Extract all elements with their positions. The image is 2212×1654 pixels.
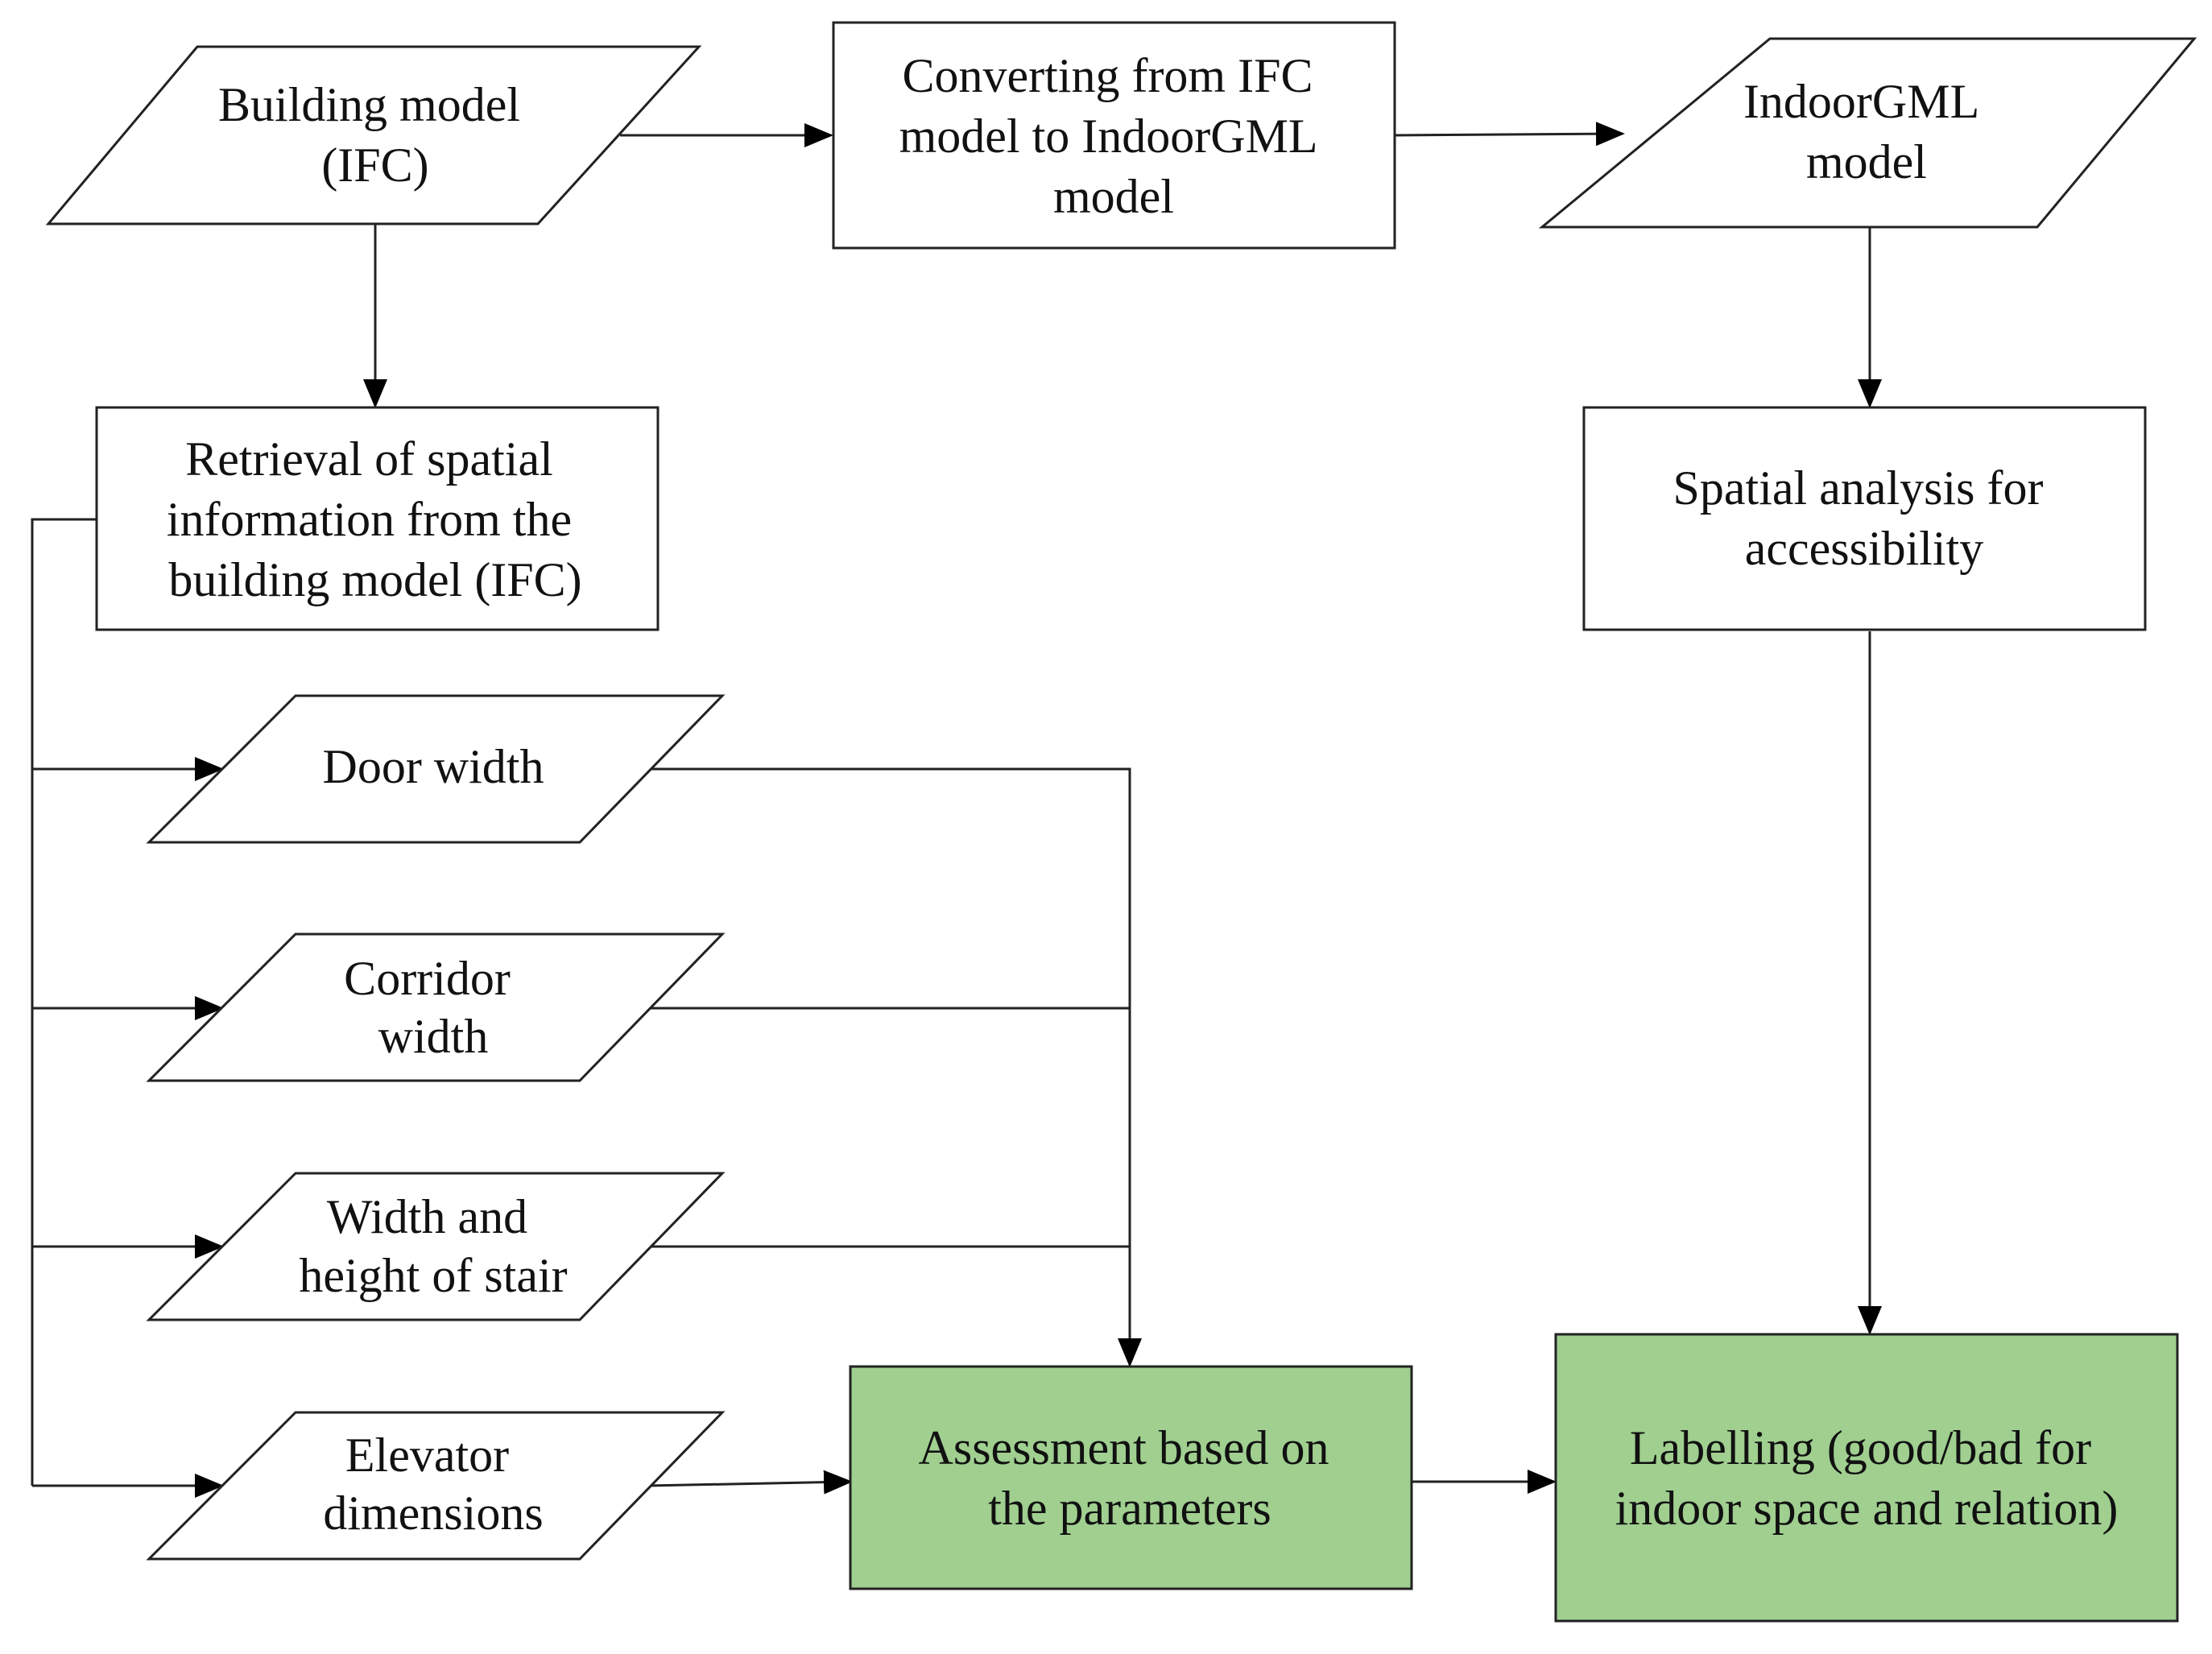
data-parallelogram xyxy=(146,694,726,844)
data-parallelogram xyxy=(146,932,726,1082)
node-corridor-width: Corridor width xyxy=(146,932,726,1082)
result-box xyxy=(849,1365,1413,1590)
node-label: Elevator dimensions xyxy=(323,1429,543,1540)
node-label: Door width xyxy=(323,740,544,793)
node-spatial-analysis: Spatial analysis for accessibility xyxy=(1582,406,2147,631)
arrow-elevator-to-assessment xyxy=(647,1470,853,1495)
node-label: Labelling (good/bad for indoor space and… xyxy=(1615,1421,2119,1535)
data-parallelogram xyxy=(146,1172,726,1321)
retrieval-bus-line xyxy=(31,518,97,1486)
node-assessment: Assessment based on the parameters xyxy=(849,1365,1413,1590)
node-label: Building model (IFC) xyxy=(218,78,532,192)
process-box xyxy=(832,21,1396,250)
node-label: Retrieval of spatial information from th… xyxy=(167,432,584,606)
data-parallelogram xyxy=(1538,37,2198,229)
node-label: Corridor width xyxy=(344,952,523,1063)
node-label: Width and height of stair xyxy=(299,1190,567,1302)
process-box xyxy=(95,406,659,631)
result-box xyxy=(1554,1333,2179,1623)
node-labelling: Labelling (good/bad for indoor space and… xyxy=(1554,1333,2179,1623)
node-converting: Converting from IFC model to IndoorGML m… xyxy=(832,21,1396,250)
data-parallelogram xyxy=(146,1411,726,1561)
data-parallelogram xyxy=(45,45,702,225)
node-building-model: Building model (IFC) xyxy=(45,45,702,225)
connectors xyxy=(31,122,1882,1498)
arrow-converting-to-indoorgml xyxy=(1394,122,1625,147)
node-retrieval: Retrieval of spatial information from th… xyxy=(95,406,659,631)
node-label: Assessment based on the parameters xyxy=(919,1421,1342,1535)
node-label: Converting from IFC model to IndoorGML m… xyxy=(899,49,1329,223)
node-stair: Width and height of stair xyxy=(146,1172,726,1321)
process-box xyxy=(1582,406,2147,631)
node-label: Spatial analysis for accessibility xyxy=(1673,461,2056,575)
door-to-collector-line xyxy=(648,767,1131,1247)
node-label: IndoorGML model xyxy=(1743,75,1990,188)
node-elevator: Elevator dimensions xyxy=(146,1411,726,1561)
node-indoorgml-model: IndoorGML model xyxy=(1538,37,2198,229)
node-door-width: Door width xyxy=(146,694,726,844)
